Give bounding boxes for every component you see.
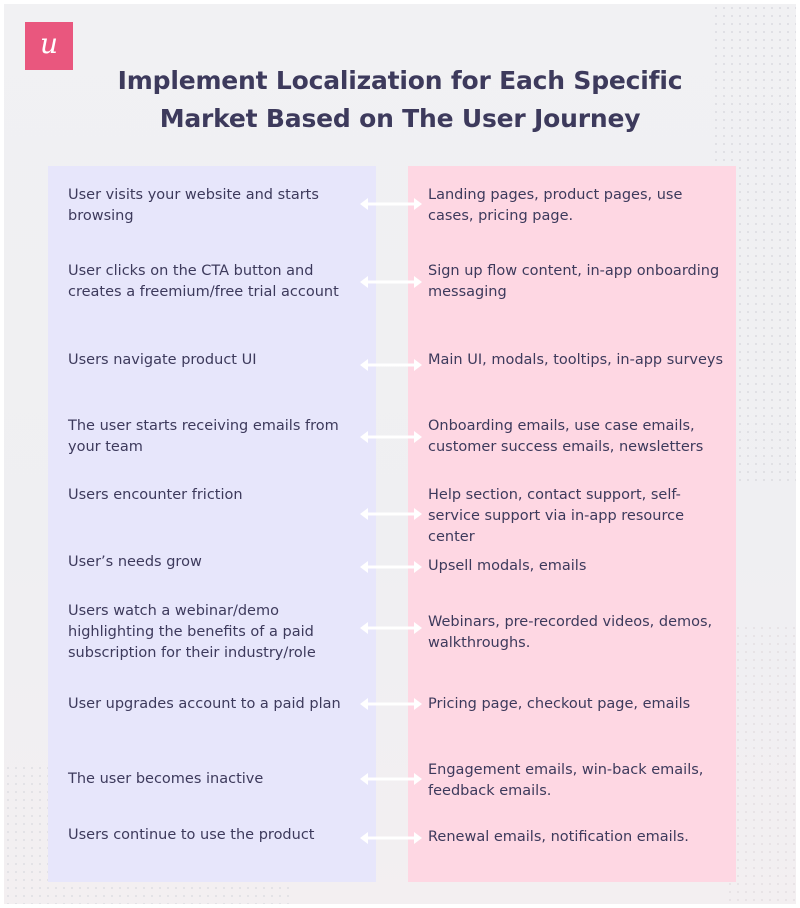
journey-stage: User clicks on the CTA button and create… [68, 263, 339, 300]
journey-stage: The user becomes inactive [68, 771, 264, 787]
double-arrow-icon [360, 431, 422, 443]
double-arrow-icon [360, 508, 422, 520]
double-arrow-icon [360, 832, 422, 844]
journey-stage: User’s needs grow [68, 554, 202, 570]
user-journey-stage-column [48, 166, 376, 882]
localized-content: Sign up flow content, in-app onboarding … [428, 263, 720, 300]
double-arrow-icon [360, 198, 422, 210]
localized-content: Webinars, pre-recorded videos, demos, wa… [428, 614, 713, 651]
localized-content: Onboarding emails, use case emails, cust… [428, 418, 704, 455]
logo-glyph: u [39, 27, 59, 60]
journey-stage: Users encounter friction [68, 487, 243, 503]
localized-content-column [408, 166, 736, 882]
userpilot-logo-icon: u [25, 22, 73, 70]
localized-content: Pricing page, checkout page, emails [428, 696, 691, 712]
double-arrow-icon [360, 773, 422, 785]
decorative-dot-grid [726, 624, 796, 904]
double-arrow-icon [360, 698, 422, 710]
journey-stage: User visits your website and starts brow… [68, 187, 319, 224]
localized-content: Upsell modals, emails [428, 558, 587, 574]
double-arrow-icon [360, 622, 422, 634]
double-arrow-icon [360, 359, 422, 371]
page-title: Implement Localization for Each Specific… [0, 62, 800, 138]
localized-content: Help section, contact support, self-serv… [428, 487, 685, 545]
journey-stage: User upgrades account to a paid plan [68, 696, 341, 712]
localized-content: Landing pages, product pages, use cases,… [428, 187, 683, 224]
title-line-1: Implement Localization for Each Specific [117, 66, 683, 95]
double-arrow-icon [360, 561, 422, 573]
double-arrow-icon [360, 276, 422, 288]
localized-content: Renewal emails, notification emails. [428, 829, 689, 845]
localized-content: Main UI, modals, tooltips, in-app survey… [428, 352, 724, 368]
journey-stage: Users watch a webinar/demo highlighting … [68, 603, 316, 661]
journey-stage: Users continue to use the product [68, 827, 315, 843]
journey-stage: Users navigate product UI [68, 352, 257, 368]
localized-content: Engagement emails, win-back emails, feed… [428, 762, 704, 799]
journey-stage: The user starts receiving emails from yo… [68, 418, 339, 455]
title-line-2: Market Based on The User Journey [159, 104, 641, 133]
